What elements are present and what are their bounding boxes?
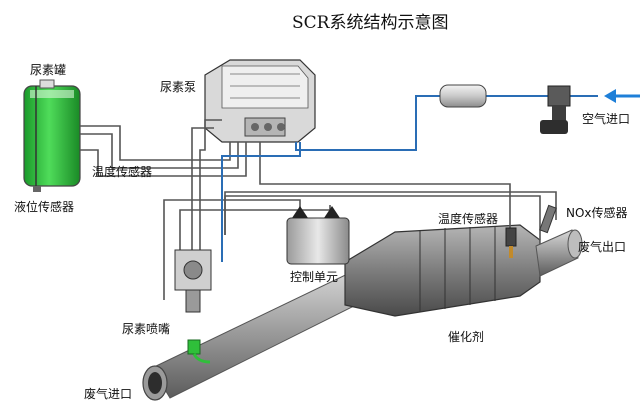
catalyst-body — [344, 224, 541, 317]
air-filter-cylinder — [439, 84, 487, 108]
label-temp-sensor-upper: 温度传感器 — [92, 165, 153, 179]
exhaust-inlet-pipe-end — [142, 365, 168, 401]
label-temp-sensor-right: 温度传感器 — [438, 212, 499, 226]
urea-lines — [80, 119, 557, 300]
control-unit — [286, 206, 350, 265]
label-level-sensor: 液位传感器 — [14, 200, 75, 214]
air-inlet-arrow — [604, 89, 640, 103]
urea-tank — [23, 79, 81, 192]
exhaust-outlet-pipe — [535, 229, 583, 277]
label-urea-nozzle: 尿素喷嘴 — [122, 322, 171, 336]
label-exhaust-outlet: 废气出口 — [578, 240, 627, 254]
air-valve — [540, 85, 571, 134]
urea-pump — [204, 59, 316, 143]
temp-sensor-probe — [505, 227, 517, 258]
air-line — [221, 95, 598, 262]
diagram-title: SCR系统结构示意图 — [292, 13, 449, 33]
label-nox-sensor: NOx传感器 — [566, 206, 628, 220]
label-urea-pump: 尿素泵 — [160, 80, 197, 94]
label-exhaust-inlet: 废气进口 — [84, 387, 133, 401]
nozzle — [187, 339, 211, 364]
label-urea-tank: 尿素罐 — [30, 63, 67, 77]
nox-sensor-probe — [539, 204, 557, 234]
label-air-inlet: 空气进口 — [582, 112, 631, 126]
dosing-valve — [174, 249, 212, 313]
label-catalyst: 催化剂 — [448, 330, 485, 344]
label-control-unit: 控制单元 — [290, 270, 339, 284]
